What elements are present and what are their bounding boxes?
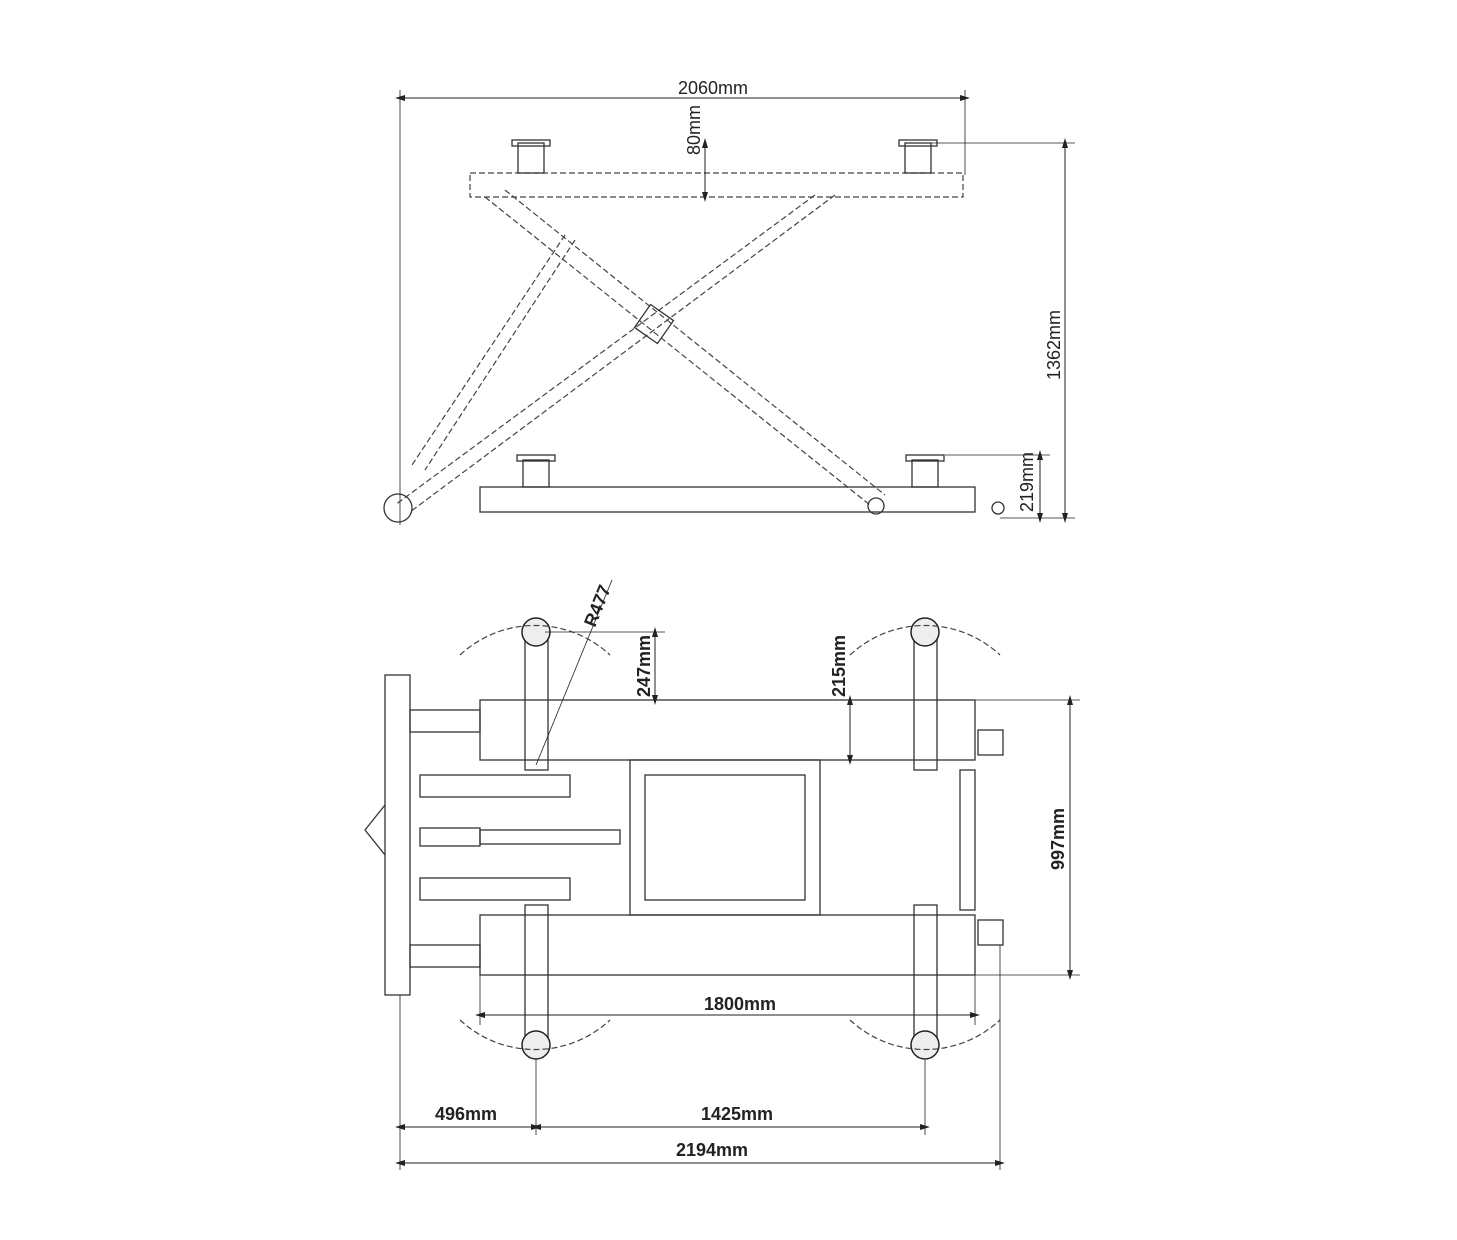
base-frame	[479, 486, 976, 513]
dim-pad-height: 80mm	[684, 105, 704, 155]
dim-rail-length: 1800mm	[704, 994, 776, 1014]
dim-radius: R477	[580, 582, 615, 629]
dim-rail-width: 215mm	[829, 635, 849, 697]
lift-pads	[521, 617, 940, 1060]
top-view: R477 247mm 215mm 997mm 1800mm 496mm 1425…	[364, 579, 1080, 1170]
top-pads	[511, 139, 938, 174]
swing-arcs	[459, 624, 1001, 1051]
dim-pad-spacing: 1425mm	[701, 1104, 773, 1124]
dim-overall-length-top: 2194mm	[676, 1140, 748, 1160]
bottom-pads	[516, 454, 945, 488]
scissor-arms	[394, 189, 886, 513]
lower-rail	[479, 914, 976, 976]
lift-arms	[524, 624, 938, 1046]
dim-arm-offset: 247mm	[634, 635, 654, 697]
dim-overall-length: 2060mm	[678, 78, 748, 98]
ramp-plate	[384, 674, 411, 996]
dim-max-height: 1362mm	[1044, 310, 1064, 380]
dim-front-offset: 496mm	[435, 1104, 497, 1124]
raised-platform	[469, 172, 964, 198]
dim-overall-width: 997mm	[1048, 808, 1068, 870]
side-view: 2060mm 80mm 1362mm 219mm	[383, 78, 1075, 525]
upper-rail	[479, 699, 976, 761]
dim-min-height: 219mm	[1017, 452, 1037, 512]
